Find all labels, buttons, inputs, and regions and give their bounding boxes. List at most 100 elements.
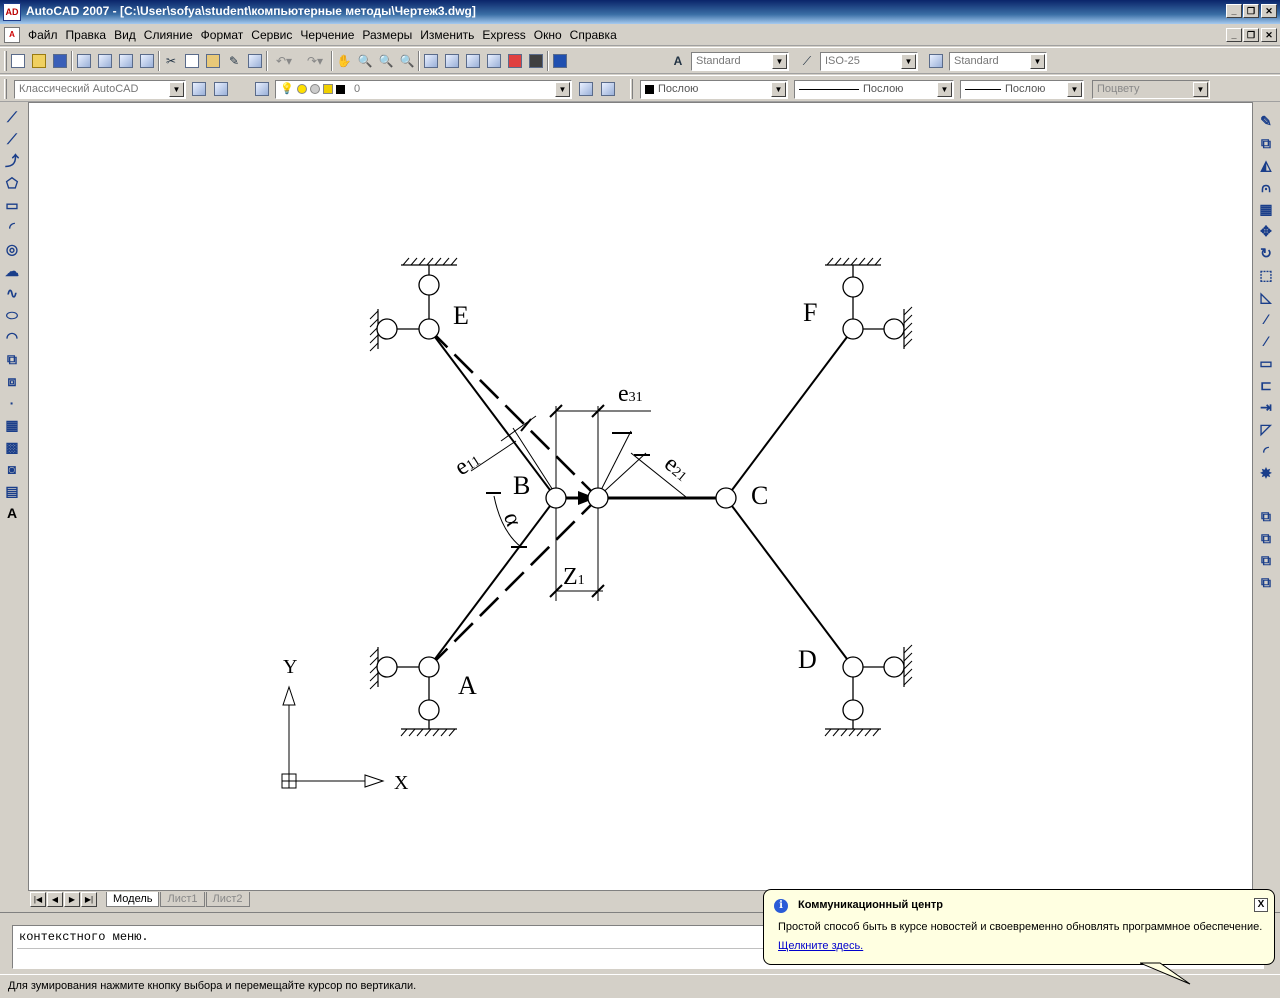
join-icon[interactable]: ⇥ xyxy=(1260,398,1272,415)
redo-icon[interactable]: ↷▾ xyxy=(306,54,324,68)
zoom-previous-icon[interactable]: 🔍 xyxy=(399,54,415,68)
zoom-realtime-icon[interactable]: 🔍 xyxy=(357,54,373,68)
menu-edit[interactable]: Правка xyxy=(65,28,107,42)
rotate-icon[interactable]: ↻ xyxy=(1260,244,1272,261)
doc-minimize-button[interactable]: _ xyxy=(1226,28,1242,42)
layer-combo[interactable]: 💡 0 ▼ xyxy=(275,80,572,99)
move-icon[interactable]: ✥ xyxy=(1260,222,1272,239)
markup-icon[interactable] xyxy=(505,51,525,71)
chevron-down-icon[interactable]: ▼ xyxy=(901,54,916,69)
chevron-down-icon[interactable]: ▼ xyxy=(1067,82,1082,97)
break-icon[interactable]: ⊏ xyxy=(1260,376,1272,393)
toolbar-grip[interactable] xyxy=(4,79,7,99)
chamfer-icon[interactable]: ◸ xyxy=(1260,420,1272,437)
chevron-down-icon[interactable]: ▼ xyxy=(1030,54,1045,69)
menu-format[interactable]: Формат xyxy=(200,28,244,42)
bring-above-icon[interactable]: ⧉ xyxy=(1261,551,1271,568)
undo-icon[interactable]: ↶▾ xyxy=(275,54,293,68)
pan-icon[interactable]: ✋ xyxy=(336,54,352,68)
plotstyle-combo[interactable]: Поцвету▼ xyxy=(1092,80,1210,99)
dim-style-combo[interactable]: ISO-25▼ xyxy=(820,52,918,71)
menu-dimension[interactable]: Размеры xyxy=(362,28,413,42)
erase-icon[interactable]: ✎ xyxy=(1260,112,1272,129)
gradient-icon[interactable]: ▩ xyxy=(5,438,19,455)
text-style-icon[interactable]: A xyxy=(673,54,683,68)
mirror-icon[interactable]: ◭ xyxy=(1260,156,1272,173)
tab-model[interactable]: Модель xyxy=(106,892,160,907)
dim-style-icon[interactable]: ⟋ xyxy=(802,53,812,68)
extend-icon[interactable]: ⁄ xyxy=(1264,333,1268,349)
rectangle-icon[interactable]: ▭ xyxy=(5,196,19,213)
menu-merge[interactable]: Слияние xyxy=(143,28,193,42)
color-combo[interactable]: Послою▼ xyxy=(640,80,788,99)
3d-dwf-icon[interactable] xyxy=(137,51,157,71)
open-icon[interactable] xyxy=(29,51,49,71)
fillet-icon[interactable]: ◜ xyxy=(1263,442,1269,459)
autocad-app-icon[interactable]: AD xyxy=(3,3,21,21)
tab-next-icon[interactable]: ▶ xyxy=(64,892,80,907)
spline-icon[interactable]: ∿ xyxy=(6,284,18,301)
line-icon[interactable]: ⟋ xyxy=(7,108,17,125)
break-at-point-icon[interactable]: ▭ xyxy=(1259,354,1273,371)
polygon-icon[interactable]: ⬠ xyxy=(5,174,19,191)
tab-layout1[interactable]: Лист1 xyxy=(160,892,205,907)
minimize-button[interactable]: _ xyxy=(1226,4,1242,18)
construction-line-icon[interactable]: ⟋ xyxy=(7,130,17,147)
chevron-down-icon[interactable]: ▼ xyxy=(771,82,786,97)
region-icon[interactable]: ◙ xyxy=(7,461,17,477)
block-editor-icon[interactable] xyxy=(245,51,265,71)
tool-palettes-icon[interactable] xyxy=(463,51,483,71)
print-icon[interactable] xyxy=(74,51,94,71)
table-style-combo[interactable]: Standard▼ xyxy=(949,52,1047,71)
point-icon[interactable]: · xyxy=(9,395,15,411)
arc-icon[interactable]: ◜ xyxy=(9,218,15,235)
stretch-icon[interactable]: ◺ xyxy=(1260,288,1272,305)
chevron-down-icon[interactable]: ▼ xyxy=(772,54,787,69)
table-style-icon[interactable] xyxy=(926,51,946,71)
save-icon[interactable] xyxy=(50,51,70,71)
cut-icon[interactable]: ✂ xyxy=(165,54,177,68)
help-icon[interactable] xyxy=(550,51,570,71)
restore-button[interactable]: ❐ xyxy=(1243,4,1259,18)
close-button[interactable]: ✕ xyxy=(1261,4,1277,18)
sheet-set-icon[interactable] xyxy=(484,51,504,71)
send-to-back-icon[interactable]: ⧉ xyxy=(1261,529,1271,546)
match-properties-icon[interactable]: ✎ xyxy=(228,54,240,68)
make-block-icon[interactable]: ⧈ xyxy=(7,372,17,389)
menu-file[interactable]: Файл xyxy=(28,28,58,42)
make-current-layer-icon[interactable] xyxy=(576,79,596,99)
drawing-area[interactable]: E F B C A D α e31 e11 e21 Z1 Y X xyxy=(28,102,1253,891)
polyline-icon[interactable]: ⤴ xyxy=(5,153,19,169)
calculator-icon[interactable] xyxy=(526,51,546,71)
chevron-down-icon[interactable]: ▼ xyxy=(1193,82,1208,97)
layer-manager-icon[interactable] xyxy=(252,79,272,99)
menu-draw[interactable]: Черчение xyxy=(300,28,355,42)
workspace-save-icon[interactable] xyxy=(211,79,231,99)
linetype-combo[interactable]: Послою▼ xyxy=(794,80,954,99)
paste-icon[interactable] xyxy=(203,51,223,71)
copy-icon[interactable] xyxy=(182,51,202,71)
toolbar-grip[interactable] xyxy=(4,51,7,71)
menu-view[interactable]: Вид xyxy=(114,28,136,42)
menu-tools[interactable]: Сервис xyxy=(251,28,293,42)
new-icon[interactable] xyxy=(8,51,28,71)
properties-icon[interactable] xyxy=(421,51,441,71)
tab-last-icon[interactable]: ▶| xyxy=(81,892,97,907)
hatch-icon[interactable]: ▦ xyxy=(5,416,19,433)
array-icon[interactable]: ▦ xyxy=(1259,200,1273,217)
revision-cloud-icon[interactable]: ☁ xyxy=(5,262,19,279)
zoom-window-icon[interactable]: 🔍 xyxy=(378,54,394,68)
tab-first-icon[interactable]: |◀ xyxy=(30,892,46,907)
multiline-text-icon[interactable]: A xyxy=(6,505,18,521)
ellipse-icon[interactable]: ⬭ xyxy=(6,306,18,323)
chevron-down-icon[interactable]: ▼ xyxy=(555,82,570,97)
trim-icon[interactable]: ⁄ xyxy=(1264,311,1268,327)
design-center-icon[interactable] xyxy=(442,51,462,71)
layer-previous-icon[interactable] xyxy=(598,79,618,99)
balloon-close-button[interactable]: X xyxy=(1254,898,1268,912)
chevron-down-icon[interactable]: ▼ xyxy=(937,82,952,97)
balloon-link[interactable]: Щелкните здесь. xyxy=(778,940,864,952)
print-preview-icon[interactable] xyxy=(95,51,115,71)
tab-layout2[interactable]: Лист2 xyxy=(205,892,250,907)
offset-icon[interactable]: ⩀ xyxy=(1261,178,1271,195)
